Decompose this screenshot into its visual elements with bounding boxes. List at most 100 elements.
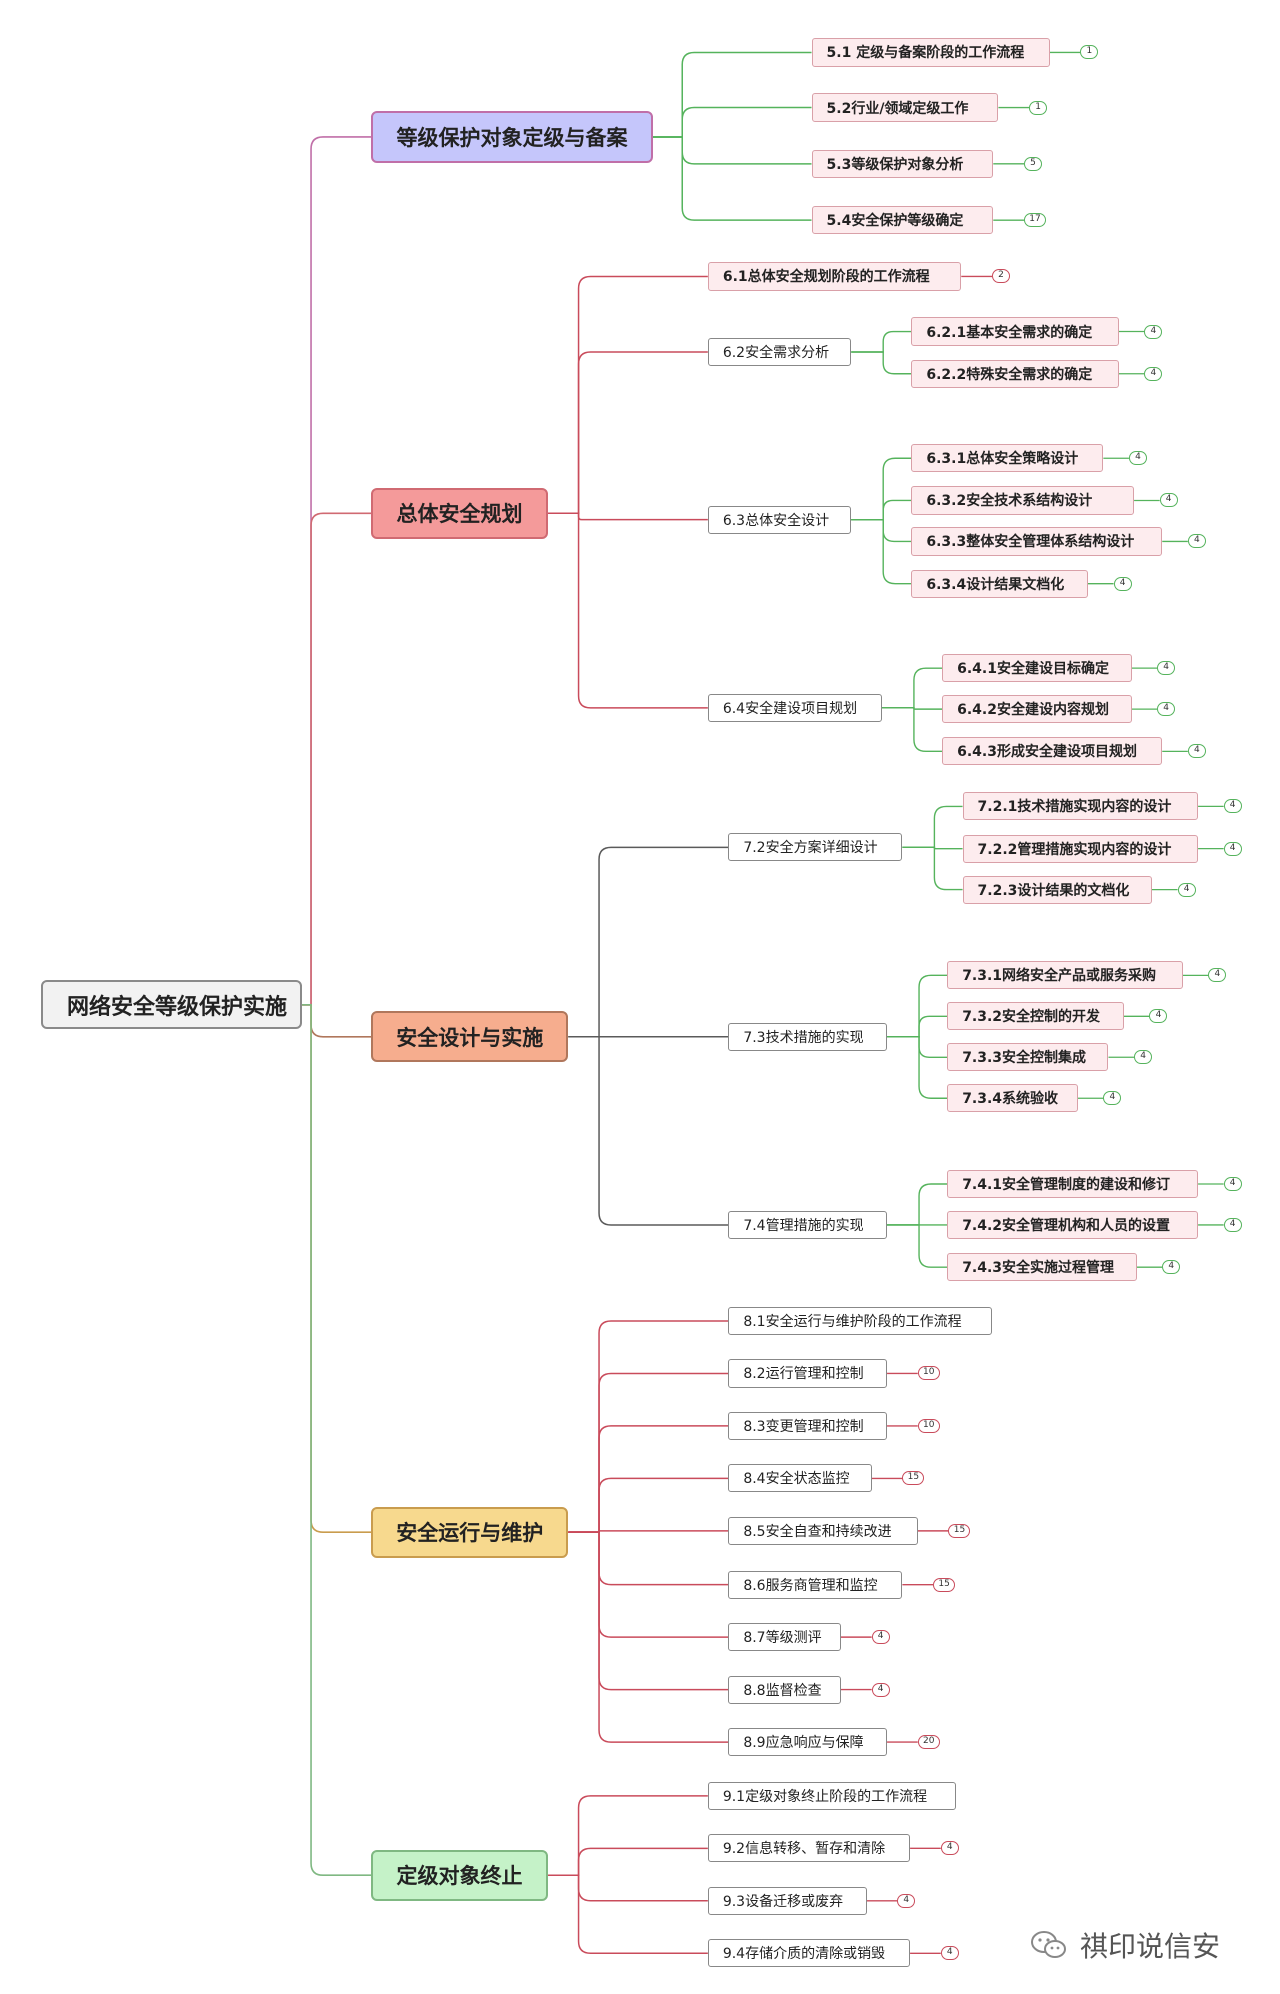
topic-node-label: 5.1 定级与备案阶段的工作流程: [826, 45, 1025, 62]
connector-line: [851, 351, 912, 375]
connector-line: [881, 707, 943, 753]
subtopic-node-label: 7.4.3安全实施过程管理: [962, 1260, 1115, 1277]
count-badge: 2: [992, 269, 1010, 284]
subtopic-node[interactable]: 7.4.2安全管理机构和人员的设置: [947, 1210, 1199, 1240]
topic-node[interactable]: 8.5安全自查和持续改进: [728, 1516, 918, 1545]
topic-node-label: 9.2信息转移、暂存和清除: [722, 1841, 886, 1858]
topic-node[interactable]: 9.1定级对象终止阶段的工作流程: [707, 1781, 957, 1810]
topic-node[interactable]: 5.3等级保护对象分析: [811, 149, 994, 178]
count-badge: 4: [897, 1893, 916, 1908]
count-badge: 4: [1177, 882, 1196, 897]
count-badge: 4: [871, 1630, 890, 1645]
topic-node[interactable]: 6.1总体安全规划阶段的工作流程: [707, 262, 962, 291]
branch-node-3[interactable]: 安全运行与维护: [371, 1506, 569, 1558]
subtopic-node-label: 6.3.3整体安全管理体系结构设计: [926, 534, 1135, 551]
connector-line: [902, 805, 963, 849]
connector-line: [851, 457, 912, 521]
connector-line: [568, 1477, 729, 1533]
topic-node[interactable]: 5.4安全保护等级确定: [811, 206, 994, 235]
topic-node[interactable]: 7.2安全方案详细设计: [728, 833, 903, 862]
topic-node[interactable]: 6.3总体安全设计: [707, 505, 852, 534]
connector-line: [547, 1795, 708, 1876]
count-badge: 4: [1157, 702, 1176, 717]
topic-node[interactable]: 6.4安全建设项目规划: [707, 693, 882, 722]
count-badge: 4: [1223, 1177, 1242, 1191]
topic-node[interactable]: 9.2信息转移、暂存和清除: [707, 1834, 911, 1863]
subtopic-node[interactable]: 6.3.4设计结果文档化: [911, 569, 1088, 598]
connector-line: [547, 1874, 708, 1955]
subtopic-node-label: 7.2.3设计结果的文档化: [977, 882, 1130, 899]
connector-line: [652, 136, 812, 221]
connector-line: [851, 518, 912, 543]
connector-line: [887, 974, 948, 1038]
topic-node-label: 8.1安全运行与维护阶段的工作流程: [743, 1313, 962, 1330]
branch-node-1[interactable]: 总体安全规划: [371, 487, 548, 539]
topic-node-label: 8.8监督检查: [743, 1682, 822, 1699]
topic-node[interactable]: 6.2安全需求分析: [707, 337, 852, 367]
subtopic-node-label: 7.3.1网络安全产品或服务采购: [962, 968, 1157, 985]
topic-node[interactable]: 9.4存储介质的清除或销毁: [707, 1939, 911, 1968]
connector-line: [547, 512, 708, 521]
root-node[interactable]: 网络安全等级保护实施: [40, 980, 303, 1030]
connector-line: [547, 1847, 708, 1876]
subtopic-node[interactable]: 7.3.3安全控制集成: [947, 1043, 1109, 1072]
subtopic-node[interactable]: 7.2.3设计结果的文档化: [962, 875, 1152, 904]
topic-node-label: 6.2安全需求分析: [722, 344, 830, 361]
watermark: 祺印说信安: [1030, 1925, 1220, 1965]
root-node-label: 网络安全等级保护实施: [66, 994, 287, 1020]
subtopic-node[interactable]: 7.3.2安全控制的开发: [947, 1002, 1124, 1031]
connector-line: [887, 1224, 948, 1268]
subtopic-node[interactable]: 7.2.1技术措施实现内容的设计: [962, 792, 1199, 821]
subtopic-node[interactable]: 7.3.4系统验收: [947, 1084, 1078, 1113]
subtopic-node[interactable]: 7.4.1安全管理制度的建设和修订: [947, 1169, 1199, 1199]
topic-node[interactable]: 8.4安全状态监控: [728, 1464, 872, 1493]
watermark-text: 祺印说信安: [1080, 1930, 1221, 1963]
connector-line: [568, 1036, 729, 1226]
branch-node-0[interactable]: 等级保护对象定级与备案: [371, 111, 653, 163]
connector-line: [547, 351, 708, 515]
topic-node[interactable]: 9.3设备迁移或废弃: [707, 1886, 867, 1915]
connector-line: [568, 1531, 729, 1586]
subtopic-node-label: 7.2.2管理措施实现内容的设计: [977, 841, 1172, 858]
topic-node[interactable]: 8.8监督检查: [728, 1675, 841, 1704]
topic-node[interactable]: 7.3技术措施的实现: [728, 1022, 888, 1051]
topic-node-label: 5.4安全保护等级确定: [826, 213, 964, 230]
count-badge: 4: [1113, 576, 1132, 591]
topic-node[interactable]: 5.1 定级与备案阶段的工作流程: [811, 38, 1050, 67]
connector-line: [652, 136, 812, 165]
subtopic-node[interactable]: 6.4.3形成安全建设项目规划: [942, 737, 1163, 766]
topic-node[interactable]: 8.7等级测评: [728, 1623, 841, 1652]
subtopic-node[interactable]: 6.2.1基本安全需求的确定: [911, 317, 1119, 346]
count-badge: 4: [1223, 1217, 1242, 1232]
connector-line: [302, 512, 372, 1006]
topic-node[interactable]: 8.9应急响应与保障: [728, 1728, 888, 1757]
topic-node-label: 5.3等级保护对象分析: [826, 156, 964, 173]
connector-line: [851, 330, 912, 353]
subtopic-node[interactable]: 6.3.3整体安全管理体系结构设计: [911, 527, 1163, 556]
subtopic-node[interactable]: 7.4.3安全实施过程管理: [947, 1253, 1137, 1282]
subtopic-node[interactable]: 7.3.1网络安全产品或服务采购: [947, 961, 1183, 990]
subtopic-node[interactable]: 6.2.2特殊安全需求的确定: [911, 359, 1119, 388]
subtopic-node[interactable]: 6.4.2安全建设内容规划: [942, 695, 1132, 724]
topic-node[interactable]: 5.2行业/领域定级工作: [811, 93, 999, 122]
topic-node[interactable]: 8.3变更管理和控制: [728, 1411, 888, 1440]
count-badge: 4: [940, 1946, 959, 1961]
subtopic-node[interactable]: 7.2.2管理措施实现内容的设计: [962, 834, 1199, 863]
subtopic-node[interactable]: 6.3.2安全技术系结构设计: [911, 486, 1135, 515]
topic-node-label: 8.5安全自查和持续改进: [743, 1523, 892, 1540]
count-badge: 10: [917, 1418, 940, 1433]
subtopic-node-label: 7.3.3安全控制集成: [962, 1050, 1087, 1067]
subtopic-node-label: 7.3.4系统验收: [962, 1091, 1059, 1108]
topic-node-label: 8.7等级测评: [743, 1630, 822, 1647]
topic-node[interactable]: 8.1安全运行与维护阶段的工作流程: [728, 1306, 992, 1336]
subtopic-node[interactable]: 6.3.1总体安全策略设计: [911, 444, 1104, 473]
subtopic-node[interactable]: 6.4.1安全建设目标确定: [942, 654, 1132, 683]
branch-node-4[interactable]: 定级对象终止: [371, 1849, 548, 1901]
topic-node[interactable]: 7.4管理措施的实现: [728, 1210, 888, 1240]
topic-node[interactable]: 8.2运行管理和控制: [728, 1359, 888, 1388]
branch-node-2[interactable]: 安全设计与实施: [371, 1011, 569, 1063]
count-badge: 5: [1024, 156, 1042, 171]
topic-node[interactable]: 8.6服务商管理和监控: [728, 1570, 903, 1599]
topic-node-label: 6.4安全建设项目规划: [722, 700, 858, 717]
